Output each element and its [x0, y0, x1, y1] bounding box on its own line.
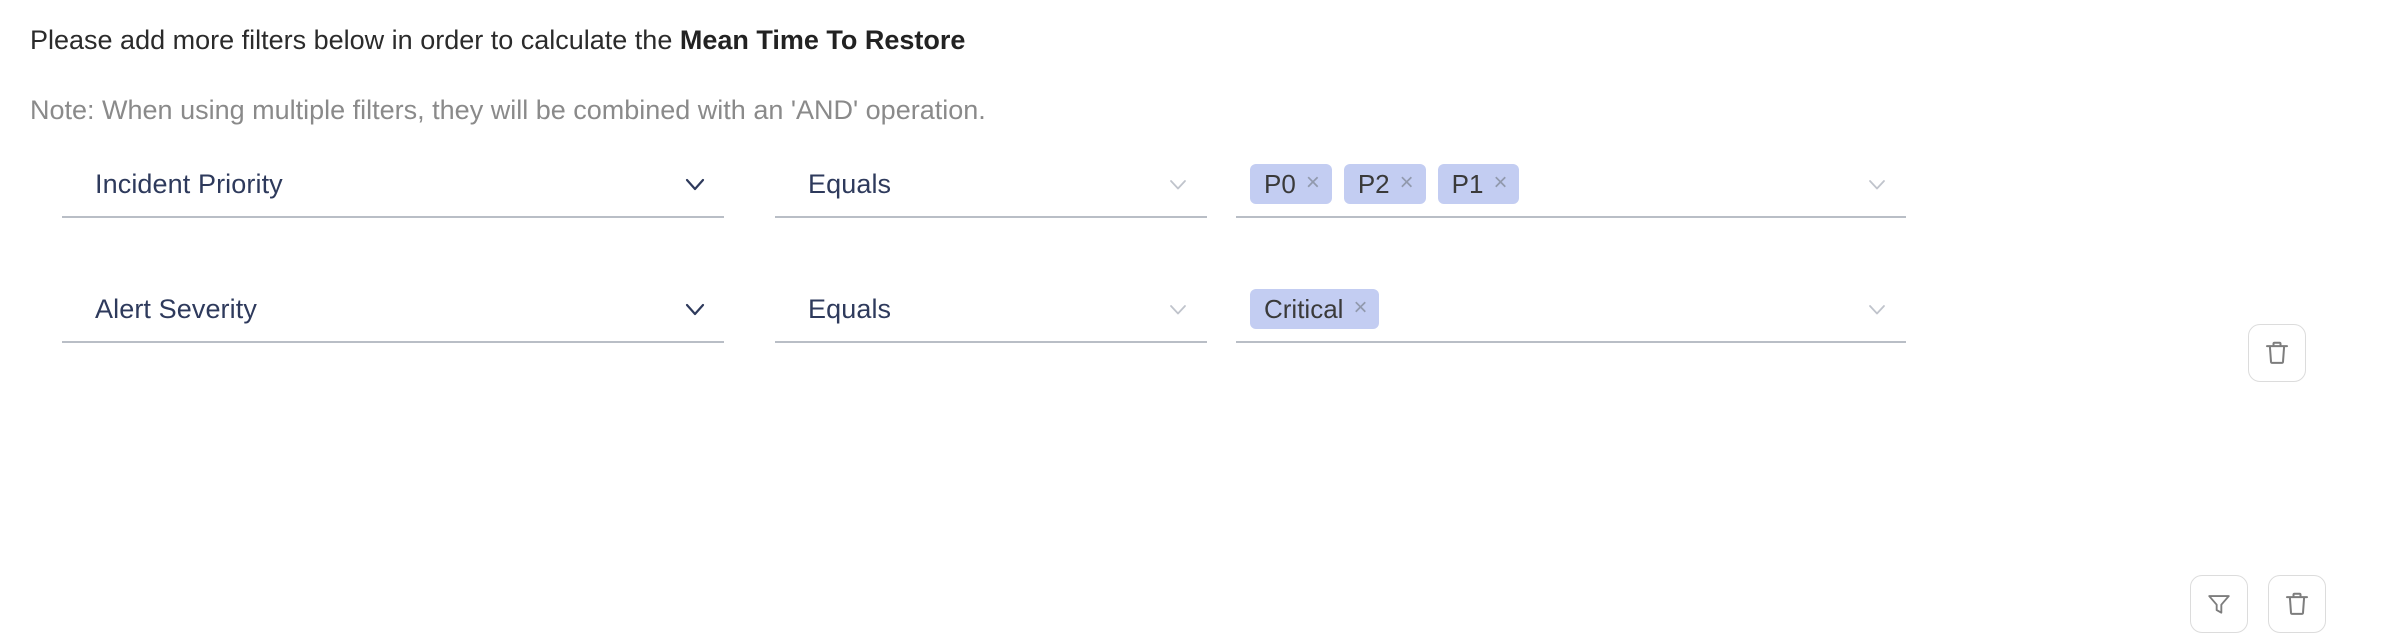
- chevron-down-icon[interactable]: [1163, 169, 1193, 199]
- chip-label: P0: [1264, 168, 1296, 199]
- close-icon[interactable]: ×: [1493, 168, 1508, 196]
- filter-operator-select[interactable]: Equals: [775, 277, 1207, 343]
- chevron-down-icon[interactable]: [1862, 294, 1892, 324]
- filter-value-chip[interactable]: P2 ×: [1343, 164, 1426, 204]
- chip-label: Critical: [1264, 293, 1344, 324]
- chevron-down-icon[interactable]: [1862, 169, 1892, 199]
- filter-value-multiselect[interactable]: P0 × P2 × P1 ×: [1236, 152, 1906, 218]
- page-title-emphasis: Mean Time To Restore: [679, 25, 966, 55]
- filter-field-value: Incident Priority: [95, 168, 283, 199]
- chip-label: P1: [1451, 168, 1484, 199]
- filter-row: Incident Priority Equals P0 ×: [0, 152, 2408, 382]
- filter-row-actions: [2190, 575, 2326, 633]
- chip-label: P2: [1357, 168, 1390, 199]
- filter-operator-select[interactable]: Equals: [775, 152, 1207, 218]
- filter-operator-value: Equals: [808, 168, 892, 199]
- add-filter-button[interactable]: [2190, 575, 2248, 633]
- filter-operator-value: Equals: [808, 293, 892, 324]
- filter-field-select[interactable]: Alert Severity: [62, 277, 724, 343]
- filter-value-chip[interactable]: P0 ×: [1250, 164, 1332, 204]
- filter-field-value: Alert Severity: [95, 293, 257, 324]
- delete-filter-button[interactable]: [2248, 324, 2306, 382]
- delete-filter-button[interactable]: [2268, 575, 2326, 633]
- filter-field-select[interactable]: Incident Priority: [62, 152, 724, 218]
- filter-value-chip-list: Critical ×: [1250, 289, 1862, 329]
- close-icon[interactable]: ×: [1305, 168, 1320, 196]
- filter-value-chip-list: P0 × P2 × P1 ×: [1250, 164, 1862, 204]
- filter-row: Alert Severity Equals Critical ×: [0, 277, 2408, 633]
- filter-value-chip[interactable]: Critical ×: [1250, 289, 1380, 329]
- chevron-down-icon[interactable]: [1163, 294, 1193, 324]
- close-icon[interactable]: ×: [1399, 168, 1414, 196]
- filter-value-chip[interactable]: P1 ×: [1437, 164, 1520, 204]
- chevron-down-icon[interactable]: [680, 294, 710, 324]
- filter-row-actions: [2248, 324, 2306, 382]
- filter-value-multiselect[interactable]: Critical ×: [1236, 277, 1906, 343]
- close-icon[interactable]: ×: [1353, 293, 1368, 321]
- page-title: Please add more filters below in order t…: [30, 24, 965, 56]
- filter-builder-panel: Please add more filters below in order t…: [0, 24, 2408, 633]
- note-text: Note: When using multiple filters, they …: [30, 95, 986, 125]
- page-title-text: Please add more filters below in order t…: [30, 25, 680, 55]
- chevron-down-icon[interactable]: [680, 169, 710, 199]
